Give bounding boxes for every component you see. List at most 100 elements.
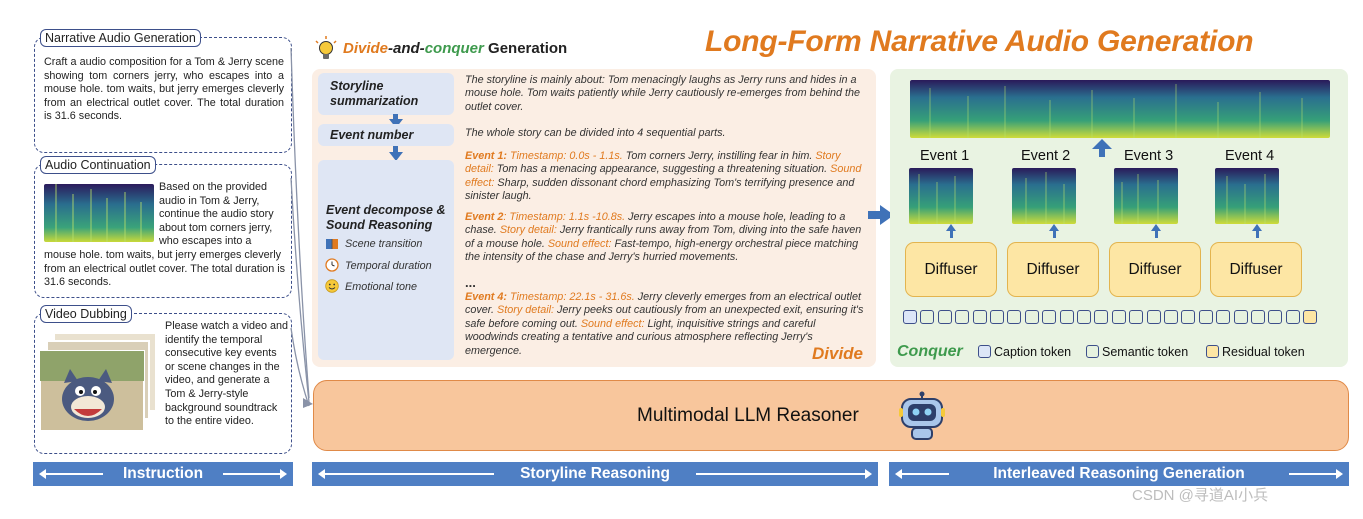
up-stem-2 (1052, 230, 1056, 238)
title-and: -and- (388, 40, 425, 57)
token-semantic (1111, 310, 1126, 324)
event-1-detail: Tom has a menacing appearance, suggestin… (493, 163, 831, 176)
instruction-bar-line-left (45, 473, 103, 475)
legend-caption-label: Caption token (994, 345, 1072, 359)
token-semantic (1198, 310, 1213, 324)
event-1-sound-label: Sound effect: (465, 163, 862, 189)
event-4-desc: Jerry cleverly emerges from an electrica… (465, 291, 861, 317)
arrow-stem-1 (393, 114, 398, 120)
event-1-sound: Sharp, sudden dissonant chord emphasizin… (465, 176, 855, 203)
token-semantic (1077, 310, 1091, 324)
smiley-icon (325, 279, 339, 296)
token-semantic (937, 310, 952, 324)
interleaved-bar-arrow-right (1336, 469, 1343, 479)
token-semantic (1285, 310, 1300, 324)
legend-residual-label: Residual token (1222, 345, 1305, 359)
event-2-spectrogram (1012, 168, 1076, 224)
token-semantic (955, 310, 970, 324)
event-label-2: Event 2 (1021, 148, 1071, 164)
interleaved-bar: Interleaved Reasoning Generation (889, 462, 1349, 486)
title-generation: Generation (483, 40, 568, 57)
token-semantic (1094, 310, 1109, 324)
spectrogram-graphic (44, 184, 154, 242)
tom-video-frames (39, 332, 157, 432)
token-semantic (920, 310, 935, 324)
decompose-label-box (318, 160, 454, 360)
event-1-spectrogram (909, 168, 973, 224)
token-semantic (972, 310, 987, 324)
diffuser-4: Diffuser (1210, 242, 1302, 297)
event-2-detail: Jerry frantically runs away from Tom, di… (465, 224, 862, 250)
token-semantic (1233, 310, 1248, 324)
event-3-spectrogram (1114, 168, 1178, 224)
llm-reasoner-label: Multimodal LLM Reasoner (637, 405, 859, 426)
instruction-bar-line-right (223, 473, 281, 475)
event-label-4: Event 4 (1225, 148, 1275, 164)
legend-residual: Residual token (1206, 345, 1305, 359)
legend-caption-swatch (978, 345, 991, 358)
video-frames-image (39, 332, 158, 435)
token-semantic (1251, 310, 1265, 324)
up-arrow-stem-top (1099, 147, 1105, 157)
arrow-stem-2 (393, 146, 398, 153)
dubbing-panel (34, 313, 292, 454)
token-caption (903, 310, 917, 324)
event-4-timestamp: Timestamp: 22.1s - 31.6s. (507, 291, 635, 303)
up-stem-3 (1154, 230, 1158, 238)
down-arrow-2 (389, 152, 403, 161)
continuation-spectrogram (44, 184, 154, 242)
token-semantic (1024, 310, 1039, 324)
down-arrow-1 (389, 119, 403, 128)
event-2-text: Event 2: Timestamp: 1.1s -10.8s. Jerry e… (465, 211, 869, 265)
lightbulb-icon (314, 36, 338, 62)
event-4-text: Event 4: Timestamp: 22.1s - 31.6s. Jerry… (465, 291, 869, 358)
clock-icon (325, 258, 339, 275)
token-semantic (1181, 310, 1196, 324)
up-arrow-4 (1252, 224, 1262, 231)
main-title: Long-Form Narrative Audio Generation (705, 25, 1254, 58)
watermark: CSDN @寻道AI小兵 (1132, 487, 1269, 504)
llm-reasoner-box (313, 380, 1349, 451)
conquer-label: Conquer (897, 343, 963, 360)
divide-and-conquer-title: Divide-and-conquer Generation (343, 40, 567, 57)
diffuser-1: Diffuser (905, 242, 997, 297)
event-4-sound: Light, inquisitive strings and careful w… (465, 317, 816, 357)
event-4-detail-label: Story detail: (497, 304, 555, 317)
divide-label: Divide (812, 344, 864, 363)
legend-semantic-swatch (1086, 345, 1099, 358)
instruction-connectors (290, 47, 313, 408)
legend-semantic: Semantic token (1086, 345, 1188, 359)
event-number-label: Event number (330, 128, 414, 142)
interleaved-bar-arrow-left (895, 469, 902, 479)
ellipsis: ... (465, 275, 476, 290)
continuation-text-side: Based on the provided audio in Tom & Jer… (159, 181, 274, 248)
storyline-label-box (318, 73, 454, 115)
dubbing-text: Please watch a video and identify the te… (165, 320, 289, 428)
storyline-text: The storyline is mainly about: Tom menac… (465, 74, 861, 113)
event-4-name: Event 4: (465, 291, 508, 303)
token-semantic (1007, 310, 1022, 324)
legend-caption: Caption token (978, 345, 1071, 359)
up-arrow-2 (1049, 224, 1059, 231)
instruction-bar-label: Instruction (122, 465, 204, 482)
event-1-desc: Tom corners Jerry, instilling fear in hi… (622, 150, 816, 162)
event-number-text: The whole story can be divided into 4 se… (465, 127, 726, 139)
token-semantic (990, 310, 1004, 324)
full-spectrogram-graphic (910, 80, 1330, 138)
instruction-bar-arrow-left (39, 469, 46, 479)
storyline-bar-line-left (324, 473, 494, 475)
event-label-1: Event 1 (920, 148, 970, 164)
instruction-bar: Instruction (33, 462, 293, 486)
narrative-title: Narrative Audio Generation (40, 29, 201, 47)
storyline-bar-arrow-right (865, 469, 872, 479)
up-arrow-3 (1151, 224, 1161, 231)
continuation-text-bottom: mouse hole. tom waits, but jerry emerges… (44, 249, 286, 289)
interleaved-bar-line-right (1289, 473, 1337, 475)
event-2-name: Event 2 (465, 211, 504, 223)
temporal-duration-label: Temporal duration (345, 260, 432, 272)
interleaved-bar-line-left (901, 473, 949, 475)
storyline-label: Storyline summarization (330, 79, 419, 108)
up-stem-1 (949, 230, 953, 238)
diffuser-3: Diffuser (1109, 242, 1201, 297)
up-stem-4 (1255, 230, 1259, 238)
